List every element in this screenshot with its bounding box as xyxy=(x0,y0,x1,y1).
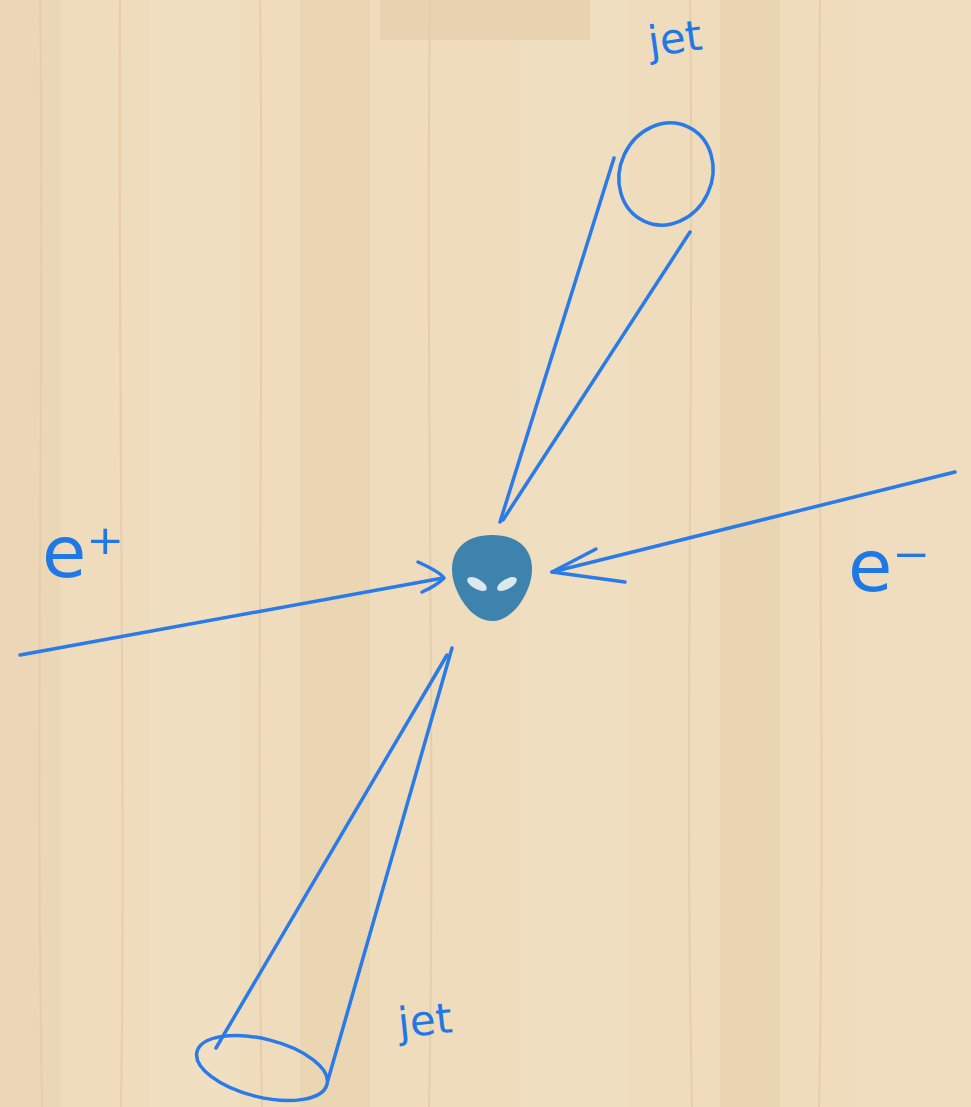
alien-head xyxy=(452,535,532,621)
jet-cone-mouth xyxy=(190,1024,334,1107)
jet-label: jet xyxy=(645,14,704,63)
wood-plank xyxy=(380,0,590,40)
drawing-strokes xyxy=(20,107,955,1107)
particle-label: e⁺ xyxy=(42,516,124,588)
particle-label: e⁻ xyxy=(848,530,930,602)
wood-plank xyxy=(300,0,370,1107)
alien-eye xyxy=(465,574,489,594)
wood-plank xyxy=(720,0,780,1107)
alien-eye xyxy=(495,574,519,594)
positron-beam xyxy=(20,578,443,655)
jet-label: jet xyxy=(396,997,454,1044)
alien-icon xyxy=(452,535,532,621)
wood-plank xyxy=(150,0,240,1107)
jet-cone-mouth xyxy=(602,107,729,240)
electron-arrowhead xyxy=(552,549,625,582)
wood-grain-line xyxy=(39,0,821,1107)
wood-plank xyxy=(520,0,630,1107)
jet-cone-edge xyxy=(500,158,614,522)
jet-cone-edge xyxy=(216,655,447,1048)
jet-cone-edge xyxy=(503,232,690,520)
positron-arrowhead xyxy=(418,562,444,592)
